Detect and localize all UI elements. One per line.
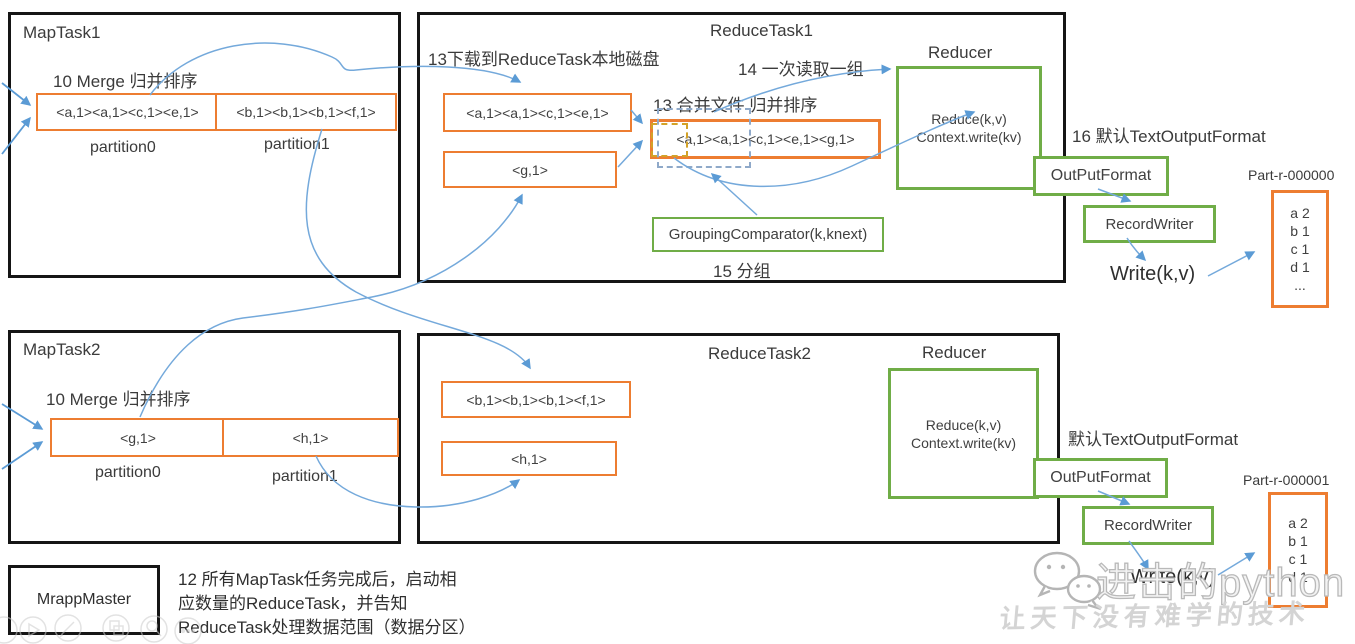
output1-row: ... [1294,277,1306,293]
output1-part-file-box: a 2 b 1 c 1 d 1 ... [1271,190,1329,308]
mrappmaster-label: MrappMaster [36,591,132,608]
output1-row: c 1 [1290,241,1310,257]
maptask2-partition0-label: partition0 [95,464,161,481]
maptask2-partition1-cell: <h,1> [222,418,399,457]
reducer1-title: Reducer [928,43,993,62]
output2-row: a 2 [1288,515,1308,531]
output2-recordwriter-box: RecordWriter [1082,506,1214,545]
maptask1-title: MapTask1 [23,23,101,42]
reducer1-line1: Reduce(k,v) [931,111,1007,127]
maptask1-partition1-cell: <b,1><b,1><b,1><f,1> [215,93,397,131]
mrappmaster-box: MrappMaster [8,565,160,635]
reducetask2-spill2-box: <h,1> [441,441,617,476]
output2-write-label: Write(k,v) [1130,566,1216,588]
current-key-dashed-box [651,123,688,157]
output1-write-label: Write(k,v) [1110,263,1196,285]
watermark-slogan: 让天下没有难学的技术 [998,598,1312,634]
output2-format-label: 默认TextOutputFormat [1068,430,1239,449]
output2-row: c 1 [1288,551,1308,567]
maptask2-partition0-cell: <g,1> [50,418,226,457]
reducer1-line2: Context.write(kv) [916,129,1022,145]
output1-row: b 1 [1290,223,1310,239]
reducer2-line2: Context.write(kv) [910,434,1017,451]
arrow-write1-to-part1 [1207,251,1256,277]
wechat-icon [1033,551,1102,611]
arrow-recordwriter2-to-write2 [1128,540,1149,571]
output1-row: a 2 [1290,205,1310,221]
output1-part-file-label: Part-r-000000 [1248,167,1335,183]
output1-row: d 1 [1290,259,1310,275]
output1-recordwriter-box: RecordWriter [1083,205,1216,243]
reducetask1-spill1-box: <a,1><a,1><c,1><e,1> [443,93,632,132]
reducer2-title: Reducer [922,343,987,362]
note-line: ReduceTask处理数据范围（数据分区） [178,618,476,637]
reducetask1-spill2-box: <g,1> [443,151,617,188]
note-line: 应数量的ReduceTask，并告知 [178,594,408,613]
maptask1-partition1-label: partition1 [264,136,330,153]
maptask1-partition0-label: partition0 [90,139,156,156]
output1-outputformat-box: OutPutFormat [1033,156,1169,196]
reducer2-line1: Reduce(k,v) [925,416,1002,433]
output2-part-file-label: Part-r-000001 [1243,472,1330,488]
maptask1-partition0-cell: <a,1><a,1><c,1><e,1> [36,93,219,131]
read-one-group-label: 14 一次读取一组 [738,60,864,79]
output2-row: d 1 [1288,569,1308,585]
maptask1-merge-label: 10 Merge 归并排序 [53,72,198,91]
download-label: 13下载到ReduceTask本地磁盘 [428,50,660,69]
reducetask1-title: ReduceTask1 [710,21,814,40]
reducer2-box: Reduce(k,v) Context.write(kv) [888,368,1039,499]
output2-row: b 1 [1288,533,1308,549]
maptask2-partition1-label: partition1 [272,468,338,485]
grouping-comparator-box: GroupingComparator(k,knext) [652,217,884,252]
maptask2-title: MapTask2 [23,340,101,359]
output2-outputformat-box: OutPutFormat [1033,458,1168,498]
maptask2-merge-label: 10 Merge 归并排序 [46,390,191,409]
grouping-label: 15 分组 [713,262,771,281]
reducetask2-spill1-box: <b,1><b,1><b,1><f,1> [441,381,631,418]
note-line: 12 所有MapTask任务完成后，启动相 [178,570,457,589]
reducetask2-box: ReduceTask2 Reducer [417,333,1060,544]
output1-format-label: 16 默认TextOutputFormat [1072,127,1266,146]
reducetask2-title: ReduceTask2 [708,344,812,363]
arrow-write2-to-part2 [1217,552,1256,576]
maptask1-box: MapTask1 10 Merge 归并排序 [8,12,401,278]
note-12: 12 所有MapTask任务完成后，启动相 应数量的ReduceTask，并告知… [178,568,476,640]
output2-part-file-box: a 2 b 1 c 1 d 1 [1268,492,1328,608]
reducer1-box: Reduce(k,v) Context.write(kv) [896,66,1042,190]
